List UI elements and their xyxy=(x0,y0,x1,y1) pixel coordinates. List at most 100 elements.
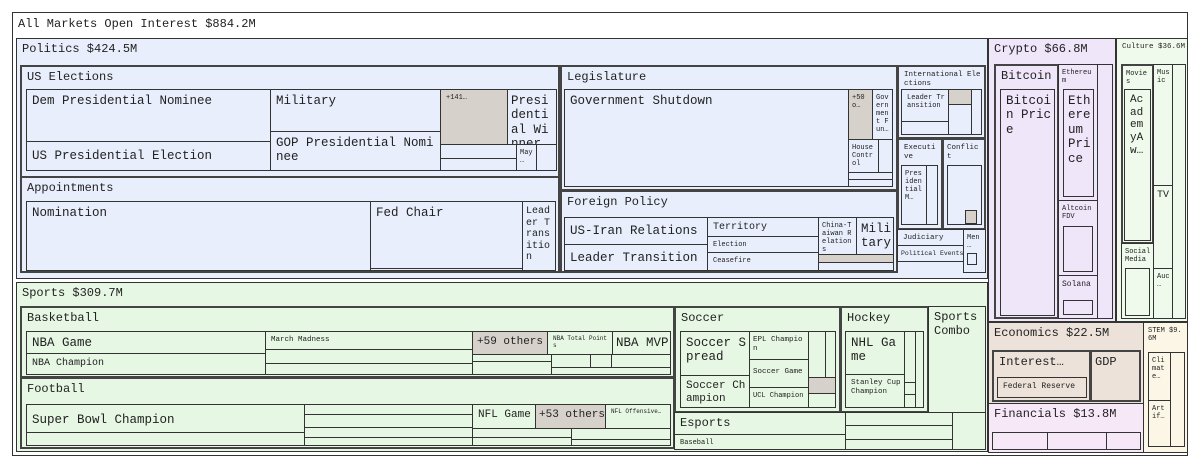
market-tile[interactable] xyxy=(611,354,671,368)
market-tile[interactable]: Super Bowl Champion xyxy=(26,404,305,433)
market-tile[interactable] xyxy=(472,361,552,375)
group-tile[interactable] xyxy=(952,412,986,450)
market-tile[interactable]: NBA Total Points xyxy=(547,331,613,355)
market-tile[interactable]: Leader Transition xyxy=(901,89,949,122)
market-tile[interactable]: GOP Presidential Nominee xyxy=(270,131,441,171)
market-tile[interactable] xyxy=(440,144,517,159)
market-tile[interactable] xyxy=(971,89,982,135)
market-tile[interactable] xyxy=(926,165,938,225)
market-tile[interactable]: US-Iran Relations xyxy=(564,217,708,245)
market-tile[interactable]: NBA Champion xyxy=(26,353,266,375)
others-tile[interactable]: +59 others xyxy=(472,331,548,355)
market-tile[interactable] xyxy=(571,439,671,446)
market-tile[interactable] xyxy=(1063,226,1093,272)
group-baseball[interactable]: Baseball xyxy=(674,434,846,450)
group-tile[interactable] xyxy=(1097,64,1113,319)
market-tile[interactable]: Soccer Spread xyxy=(680,331,750,376)
market-tile[interactable]: EPL Champion xyxy=(749,331,809,360)
market-tile[interactable]: Ceasefire xyxy=(707,252,819,271)
group-men[interactable]: Men … xyxy=(963,229,986,273)
group-political-events[interactable]: Political Events xyxy=(897,245,964,262)
market-tile[interactable] xyxy=(808,393,836,408)
market-tile[interactable] xyxy=(901,121,949,135)
group-tv[interactable]: TV xyxy=(1153,185,1173,269)
market-tile[interactable] xyxy=(1063,300,1093,315)
group-climate[interactable]: Climate… xyxy=(1148,352,1171,401)
market-tile[interactable] xyxy=(304,414,473,428)
market-tile[interactable]: Territory xyxy=(707,217,819,237)
market-tile[interactable] xyxy=(265,349,473,364)
group-esports[interactable]: Esports xyxy=(674,412,846,435)
market-tile[interactable] xyxy=(848,179,893,187)
market-tile[interactable]: NHL Game xyxy=(845,331,905,375)
market-tile[interactable] xyxy=(965,210,977,224)
market-tile[interactable]: March Madness xyxy=(265,331,473,350)
market-tile[interactable] xyxy=(370,268,523,271)
market-tile[interactable] xyxy=(825,331,836,378)
group-tile[interactable] xyxy=(1170,352,1185,447)
market-tile[interactable]: Military xyxy=(270,89,441,132)
market-tile[interactable]: UCL Champion xyxy=(749,387,809,408)
group-label: Soccer xyxy=(681,311,725,325)
group-judiciary[interactable]: Judiciary xyxy=(897,229,964,246)
market-tile[interactable]: China-Taiwan Relations xyxy=(818,217,857,255)
market-label: Super Bowl Champion xyxy=(32,413,175,427)
market-tile[interactable]: Leader Transition xyxy=(522,201,556,271)
others-tile[interactable]: +53 others xyxy=(535,404,606,429)
market-tile[interactable]: NBA MVP xyxy=(612,331,671,355)
market-tile[interactable] xyxy=(440,158,517,171)
market-tile[interactable]: House Control xyxy=(848,139,879,173)
market-tile[interactable]: Government Shutdown xyxy=(564,89,849,187)
market-tile[interactable] xyxy=(1125,268,1150,316)
market-tile[interactable]: Federal Reserve xyxy=(997,377,1087,398)
market-tile[interactable] xyxy=(808,377,836,394)
market-tile[interactable]: Bitcoin Price xyxy=(1000,89,1055,316)
group-auc[interactable]: Auc … xyxy=(1153,268,1173,319)
market-tile[interactable] xyxy=(26,432,305,446)
market-tile[interactable]: Dem Presidential Nominee xyxy=(26,89,271,142)
market-tile[interactable]: NFL Offensive… xyxy=(605,404,671,429)
others-tile[interactable]: +50 o… xyxy=(848,89,873,140)
market-tile[interactable] xyxy=(551,367,671,375)
market-tile[interactable]: Fed Chair xyxy=(370,201,523,269)
group-sports-combo[interactable]: Sports Combo xyxy=(928,306,986,413)
market-tile[interactable] xyxy=(551,354,591,368)
market-tile[interactable]: Ethereum Price xyxy=(1063,89,1094,197)
market-tile[interactable]: NFL Game xyxy=(472,404,536,429)
market-tile[interactable]: US Presidential Election xyxy=(26,141,271,171)
group-ai[interactable]: Artif… xyxy=(1148,400,1171,447)
market-label: +59 others xyxy=(477,336,544,348)
group-tile[interactable] xyxy=(1172,64,1186,319)
market-tile[interactable] xyxy=(590,354,612,368)
market-tile[interactable] xyxy=(1047,432,1107,450)
market-tile[interactable] xyxy=(915,331,924,408)
market-tile[interactable]: Nomination xyxy=(26,201,371,271)
others-tile[interactable]: +141… xyxy=(440,89,508,145)
market-tile[interactable] xyxy=(818,262,894,271)
market-tile[interactable]: Stanley Cup Champion xyxy=(845,374,905,408)
market-tile[interactable]: Military xyxy=(856,217,894,255)
group-label: Hockey xyxy=(847,311,891,325)
market-tile[interactable] xyxy=(948,89,972,105)
market-label: UCL Champion xyxy=(753,392,804,400)
market-tile[interactable] xyxy=(472,437,572,446)
market-tile[interactable]: Soccer Champion xyxy=(680,375,750,408)
market-tile[interactable] xyxy=(265,363,473,375)
group-gdp[interactable]: GDP xyxy=(1090,350,1141,402)
market-tile[interactable]: Government Fun… xyxy=(872,89,893,140)
market-tile[interactable]: Soccer Game xyxy=(749,359,809,388)
market-tile[interactable] xyxy=(878,139,893,173)
market-tile[interactable] xyxy=(948,104,972,135)
market-tile[interactable]: Election xyxy=(707,236,819,253)
market-tile[interactable]: May … xyxy=(516,144,537,171)
group-music[interactable]: Music xyxy=(1153,64,1173,186)
market-tile[interactable]: Presidential Winner xyxy=(507,89,557,145)
market-tile[interactable] xyxy=(304,437,473,446)
market-tile[interactable] xyxy=(967,253,977,265)
market-tile[interactable]: Leader Transition xyxy=(564,244,708,271)
market-tile[interactable]: NBA Game xyxy=(26,331,266,354)
market-tile[interactable] xyxy=(808,331,826,378)
market-tile[interactable] xyxy=(536,144,557,171)
market-tile[interactable]: Presidential M… xyxy=(901,165,927,225)
market-tile[interactable]: AcademyAw… xyxy=(1124,89,1151,241)
